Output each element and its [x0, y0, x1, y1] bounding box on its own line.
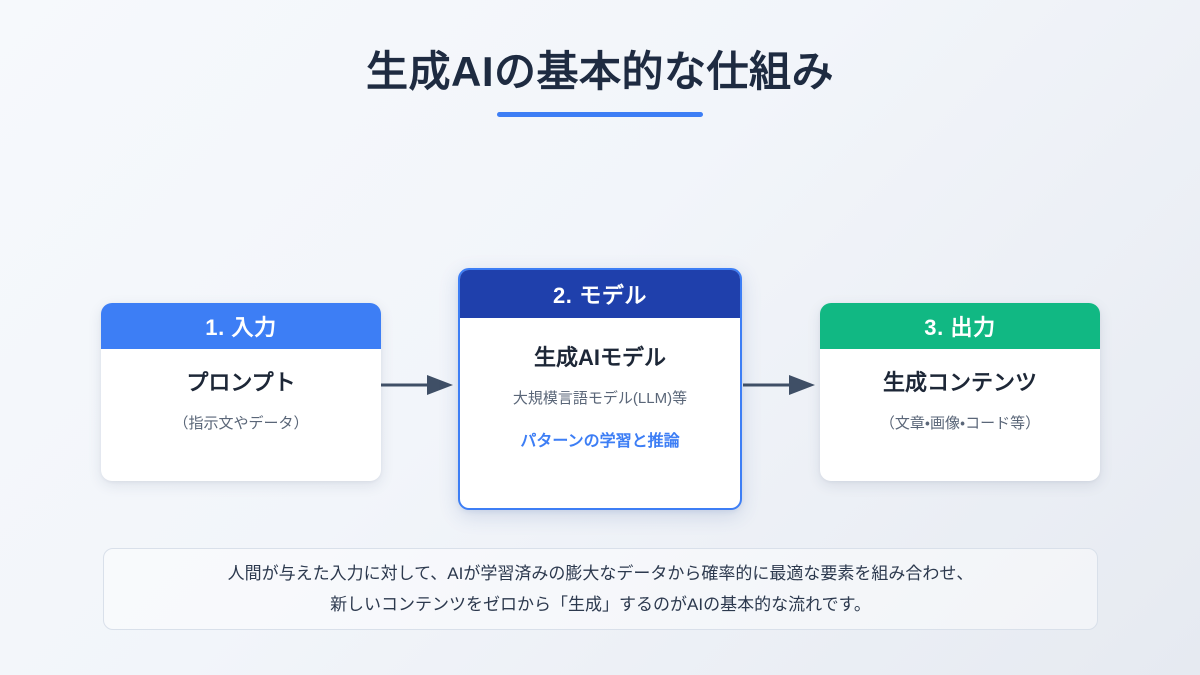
flow-card-output-body: 生成コンテンツ （文章・画像・コード等） [820, 349, 1100, 434]
flow-card-model-highlight: パターンの学習と推論 [520, 432, 680, 450]
flow-card-output-subtitle: （文章・画像・コード等） [879, 414, 1041, 432]
arrow-right-icon-2 [743, 372, 819, 398]
title-block: 生成AIの基本的な仕組み [0, 48, 1200, 118]
summary-caption-box: 人間が与えた入力に対して、AIが学習済みの膨大なデータから確率的に最適な要素を組… [103, 548, 1098, 630]
title-underline-accent [497, 112, 703, 118]
flow-card-model-body: 生成AIモデル 大規模言語モデル(LLM)等 パターンの学習と推論 [460, 318, 740, 452]
summary-caption-line-2: 新しいコンテンツをゼロから「生成」するのがAIの基本的な流れです。 [330, 595, 871, 614]
summary-caption-line-1: 人間が与えた入力に対して、AIが学習済みの膨大なデータから確率的に最適な要素を組… [227, 563, 974, 583]
summary-caption-text: 人間が与えた入力に対して、AIが学習済みの膨大なデータから確率的に最適な要素を組… [204, 558, 998, 621]
flow-card-input-body: プロンプト （指示文やデータ） [101, 349, 381, 434]
flow-card-output[interactable]: 3. 出力 生成コンテンツ （文章・画像・コード等） [820, 303, 1100, 481]
flow-card-input-title: プロンプト [186, 370, 296, 395]
arrow-right-icon-1 [381, 372, 457, 398]
page-title: 生成AIの基本的な仕組み [365, 48, 834, 95]
flow-card-model-header: 2. モデル [460, 270, 740, 318]
process-flow: 1. 入力 プロンプト （指示文やデータ） 2. モデル 生成AIモデル 大規模… [100, 268, 1100, 512]
flow-card-input-header: 1. 入力 [101, 303, 381, 349]
flow-card-model-subtitle: 大規模言語モデル(LLM)等 [512, 389, 688, 407]
flow-card-model-title: 生成AIモデル [533, 345, 666, 370]
flow-card-input[interactable]: 1. 入力 プロンプト （指示文やデータ） [101, 303, 381, 481]
flow-card-input-subtitle: （指示文やデータ） [173, 414, 309, 432]
flow-card-output-header: 3. 出力 [820, 303, 1100, 349]
flow-card-model[interactable]: 2. モデル 生成AIモデル 大規模言語モデル(LLM)等 パターンの学習と推論 [458, 268, 742, 510]
flow-card-output-title: 生成コンテンツ [882, 370, 1037, 395]
